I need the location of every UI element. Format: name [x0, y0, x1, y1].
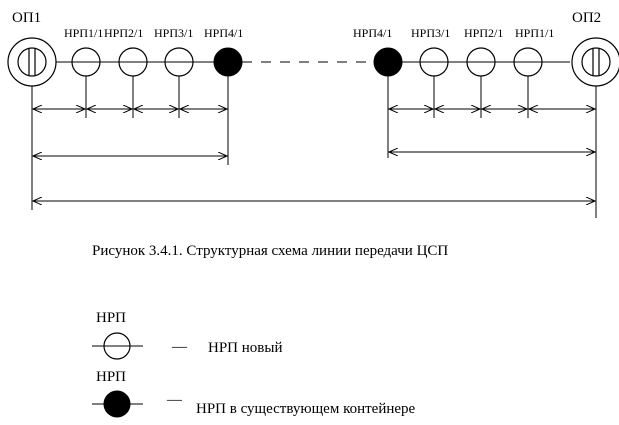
legend-new-dash: — — [171, 339, 188, 355]
terminal-op1-symbol — [7, 37, 57, 87]
left-station-4-container-symbol — [213, 47, 243, 77]
legend-container-title: НРП — [96, 369, 126, 385]
right-station-label-4: НРП4/1 — [353, 26, 392, 40]
left-station-label-4: НРП4/1 — [204, 26, 243, 40]
right-station-label-3: НРП3/1 — [411, 26, 450, 40]
terminal-op1-label: ОП1 — [12, 10, 41, 26]
legend-new-symbol — [103, 332, 131, 360]
figure-caption: Рисунок 3.4.1. Структурная схема линии п… — [92, 243, 448, 259]
legend-new-text: НРП новый — [208, 340, 282, 356]
terminal-op2-label: ОП2 — [572, 10, 601, 26]
right-station-label-2: НРП2/1 — [464, 26, 503, 40]
legend-container-text: НРП в существующем контейнере — [196, 401, 416, 417]
left-station-label-1: НРП1/1 — [64, 26, 103, 40]
right-station-4-container-symbol — [373, 47, 403, 77]
legend-new-title: НРП — [96, 310, 126, 326]
legend-container-dash: — — [166, 392, 183, 408]
extension-lines — [31, 76, 597, 218]
right-station-label-1: НРП1/1 — [515, 26, 554, 40]
terminal-op2-symbol — [571, 37, 619, 87]
legend-container-symbol — [103, 390, 131, 418]
left-station-label-2: НРП2/1 — [104, 26, 143, 40]
left-station-label-3: НРП3/1 — [154, 26, 193, 40]
